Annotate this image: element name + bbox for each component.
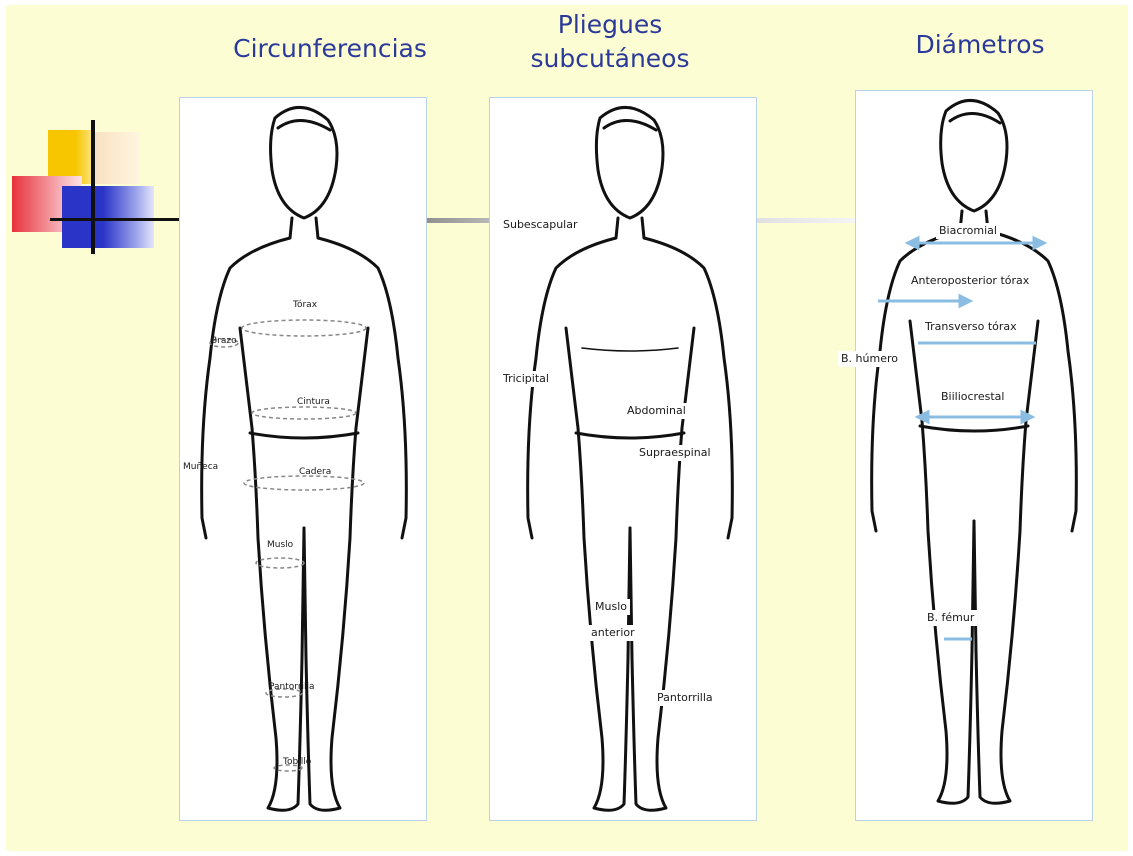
body-figure-3 bbox=[856, 91, 1094, 822]
title-diametros: Diámetros bbox=[880, 28, 1080, 62]
vertical-line bbox=[91, 120, 95, 254]
label-subescapular: Subescapular bbox=[500, 217, 581, 233]
horizontal-line bbox=[50, 218, 180, 221]
label-brazo: Brazo bbox=[210, 334, 238, 348]
label-pantorrilla-pliegue: Pantorrilla bbox=[654, 690, 716, 706]
label-tricipital: Tricipital bbox=[500, 371, 552, 387]
decorative-squares bbox=[10, 120, 190, 260]
label-muslo-anterior-1: Muslo bbox=[592, 599, 630, 615]
panel-pliegues: Subescapular Tricipital Abdominal Suprae… bbox=[489, 97, 757, 821]
label-abdominal: Abdominal bbox=[624, 403, 689, 419]
label-tobillo: Tobillo bbox=[282, 755, 312, 769]
label-muslo-anterior-2: anterior bbox=[588, 625, 638, 641]
panel-circunferencias: Tórax Brazo Cintura Cadera Muñeca Muslo … bbox=[179, 97, 427, 821]
label-b-femur: B. fémur bbox=[924, 610, 977, 626]
connector-bar-2 bbox=[757, 218, 857, 223]
label-muslo: Muslo bbox=[266, 538, 294, 552]
label-muneca: Muñeca bbox=[182, 460, 219, 474]
label-pantorrilla: Pantorrilla bbox=[268, 680, 316, 694]
label-biacromial: Biacromial bbox=[936, 223, 1000, 239]
label-anteroposterior-torax: Anteroposterior tórax bbox=[908, 273, 1032, 289]
label-torax: Tórax bbox=[292, 298, 318, 312]
body-figure-2 bbox=[490, 98, 758, 822]
title-pliegues: Pliegues subcutáneos bbox=[520, 8, 700, 76]
label-cintura: Cintura bbox=[296, 395, 331, 409]
connector-bar-1 bbox=[425, 218, 491, 223]
pink-square bbox=[94, 132, 140, 184]
label-transverso-torax: Transverso tórax bbox=[922, 319, 1020, 335]
label-b-humero: B. húmero bbox=[838, 351, 901, 367]
label-cadera: Cadera bbox=[298, 465, 332, 479]
title-circunferencias: Circunferencias bbox=[210, 32, 450, 66]
label-biiliocrestal: Biiliocrestal bbox=[938, 389, 1007, 405]
panel-diametros: Biacromial Anteroposterior tórax Transve… bbox=[855, 90, 1093, 821]
label-supraespinal: Supraespinal bbox=[636, 445, 714, 461]
blue-square bbox=[62, 186, 154, 248]
